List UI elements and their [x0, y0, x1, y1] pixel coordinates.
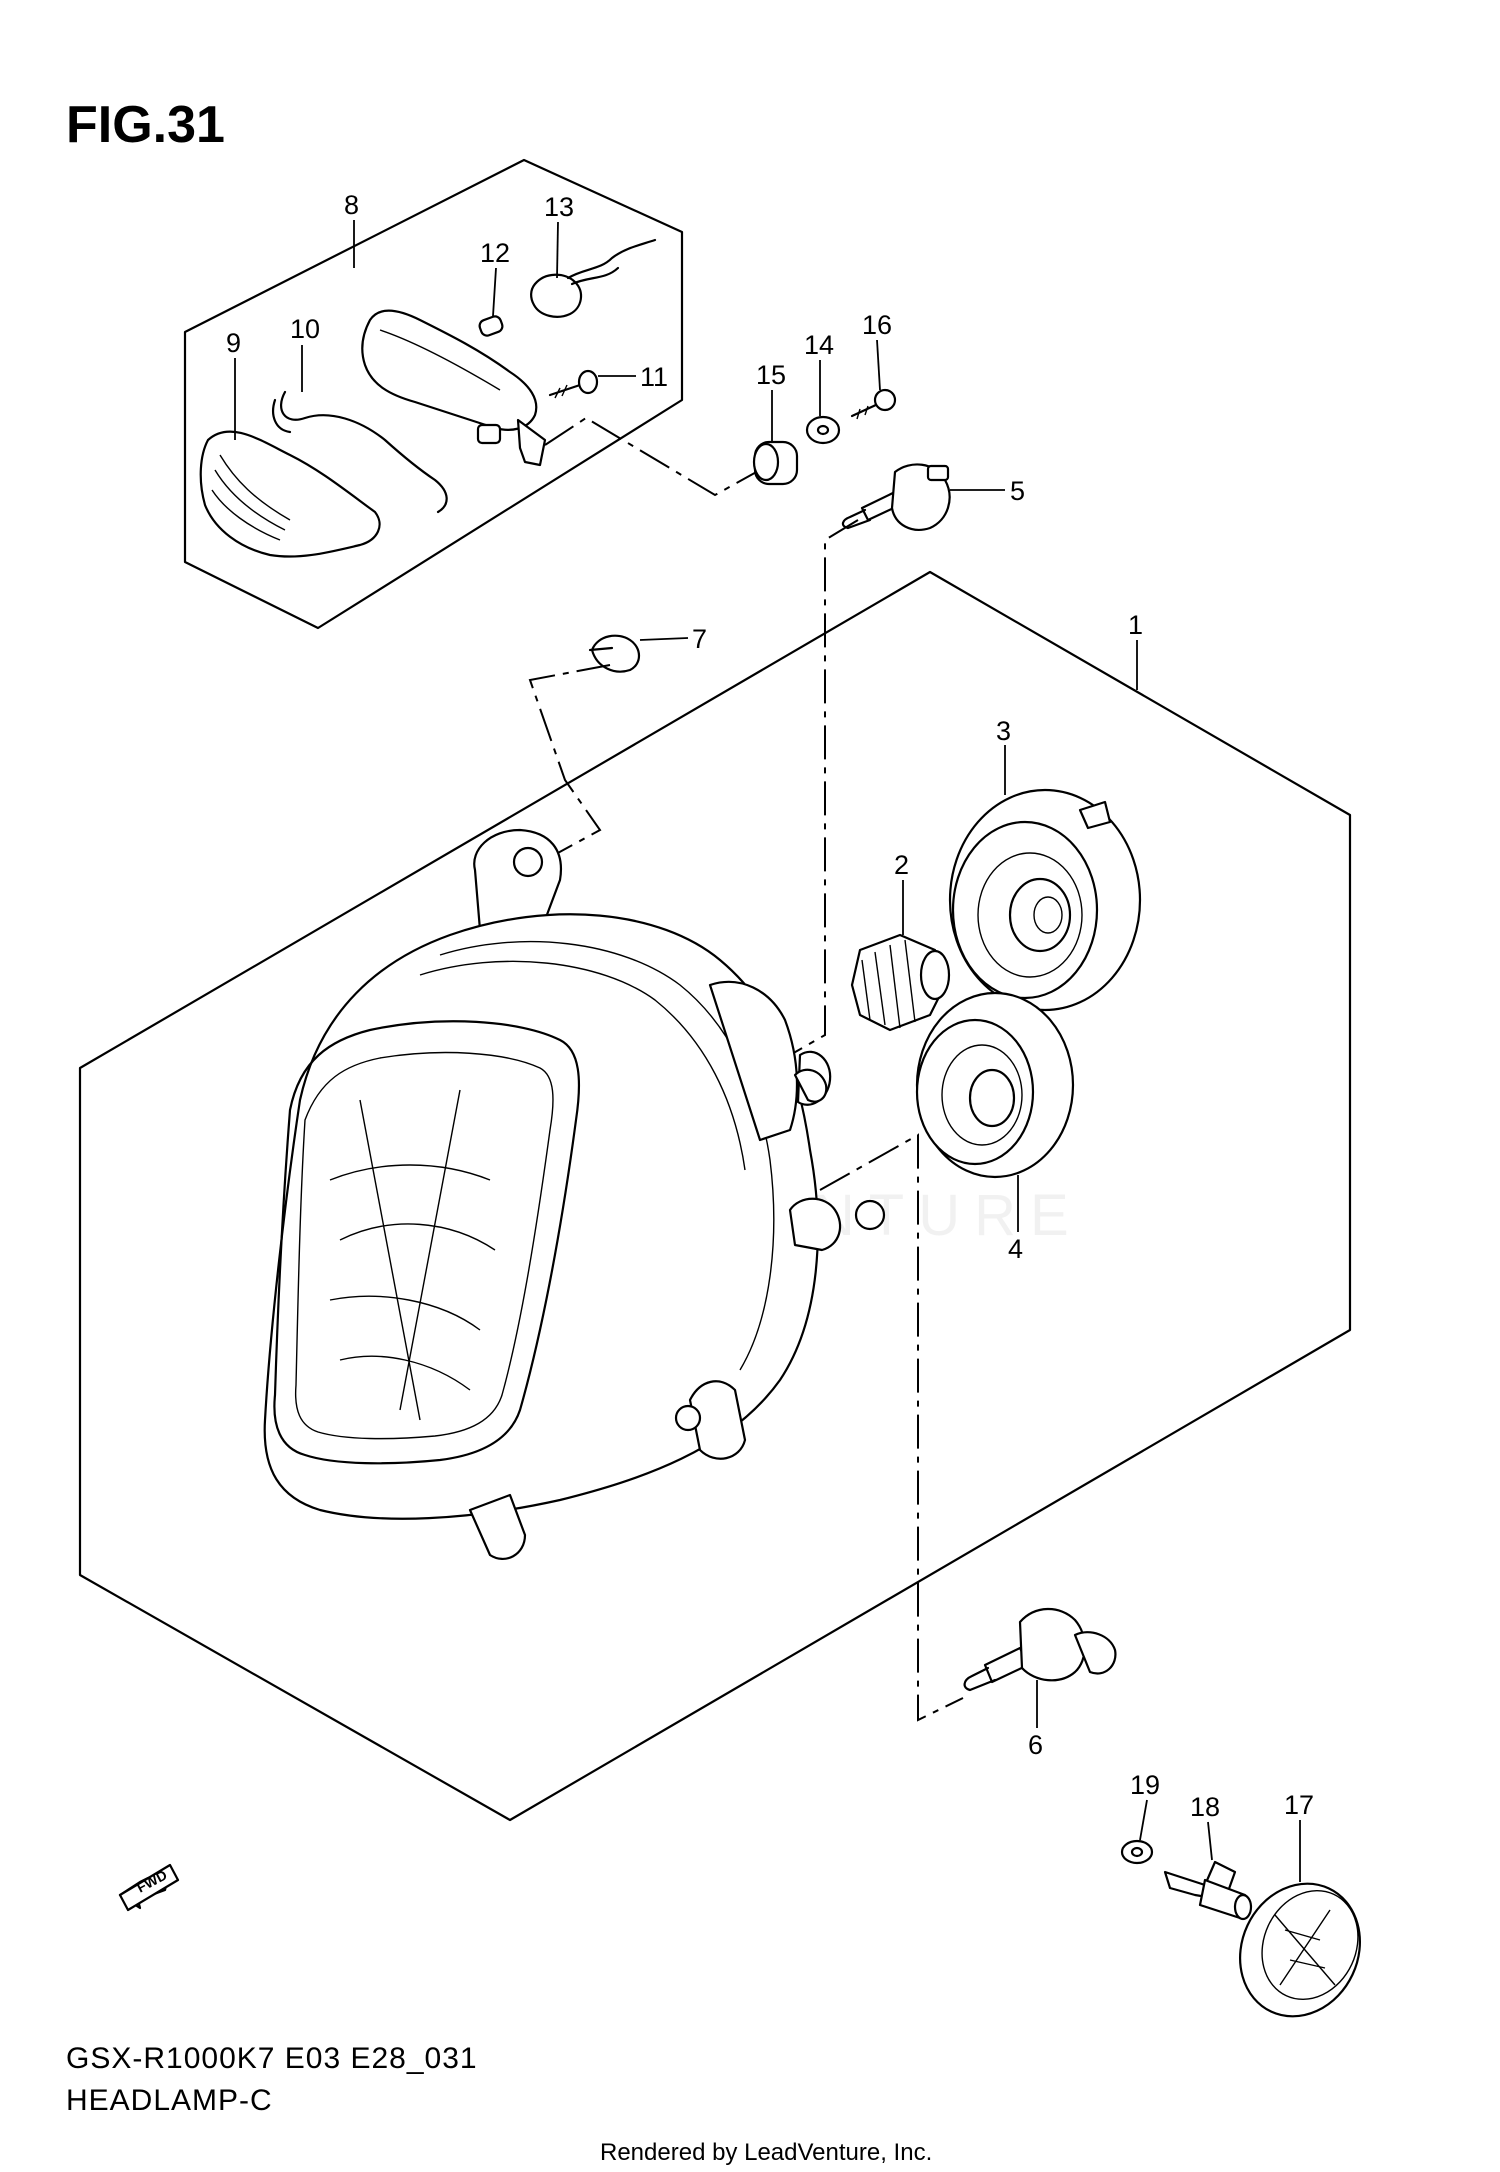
lamp-socket-housing-part[interactable] [361, 309, 547, 467]
callout-9[interactable]: 9 [226, 328, 241, 358]
callout-17[interactable]: 17 [1284, 1790, 1314, 1820]
screw-7-part[interactable] [588, 634, 641, 673]
bulb-6-part[interactable] [963, 1607, 1117, 1692]
screw-16-part[interactable] [850, 388, 897, 420]
headlamp-assembly-box [78, 570, 1352, 1822]
forward-direction-arrow: FWD [118, 1863, 180, 1912]
socket-2-part[interactable] [850, 933, 951, 1032]
callout-13[interactable]: 13 [544, 192, 574, 222]
callout-11[interactable]: 11 [640, 362, 668, 392]
bulb-12-part[interactable] [478, 315, 504, 338]
shaft-18-part[interactable] [1163, 1860, 1253, 1921]
screw-11-part[interactable] [548, 369, 599, 399]
callout-8[interactable]: 8 [344, 190, 359, 220]
footer-credit: Rendered by LeadVenture, Inc. [600, 2139, 932, 2166]
cap-17-part[interactable] [1219, 1864, 1382, 2036]
callout-12[interactable]: 12 [480, 238, 510, 268]
position-lamp-group-box [183, 158, 684, 630]
callout-18[interactable]: 18 [1190, 1792, 1220, 1822]
callout-3[interactable]: 3 [996, 716, 1011, 746]
figure-title: FIG.31 [66, 96, 225, 154]
cover-3-part[interactable] [948, 788, 1142, 1012]
grommet-15-part[interactable] [752, 440, 799, 486]
callout-10[interactable]: 10 [290, 314, 320, 344]
cover-4-part[interactable] [915, 991, 1075, 1179]
callout-19[interactable]: 19 [1130, 1770, 1160, 1800]
callout-2[interactable]: 2 [894, 850, 909, 880]
washer-14-part[interactable] [805, 415, 841, 445]
model-code: GSX-R1000K7 E03 E28_031 [66, 2042, 478, 2075]
callout-5[interactable]: 5 [1010, 476, 1025, 506]
socket-13-part[interactable] [530, 238, 657, 318]
callout-15[interactable]: 15 [756, 360, 786, 390]
section-name: HEADLAMP-C [66, 2084, 273, 2117]
callout-1[interactable]: 1 [1128, 610, 1143, 640]
callout-14[interactable]: 14 [804, 330, 834, 360]
leader-lines [234, 220, 1301, 1882]
callout-labels: 8 13 12 10 9 11 15 14 16 5 7 1 3 2 4 6 1… [226, 190, 1314, 1822]
headlamp-housing-part[interactable] [263, 828, 886, 1561]
bulb-5-part[interactable] [841, 463, 951, 531]
wiring-cord-part[interactable] [272, 390, 448, 514]
callout-4[interactable]: 4 [1008, 1234, 1023, 1264]
callout-7[interactable]: 7 [692, 624, 707, 654]
washer-19-part[interactable] [1120, 1839, 1154, 1865]
callout-16[interactable]: 16 [862, 310, 892, 340]
callout-6[interactable]: 6 [1028, 1730, 1043, 1760]
position-lamp-lens-part[interactable] [199, 430, 381, 558]
